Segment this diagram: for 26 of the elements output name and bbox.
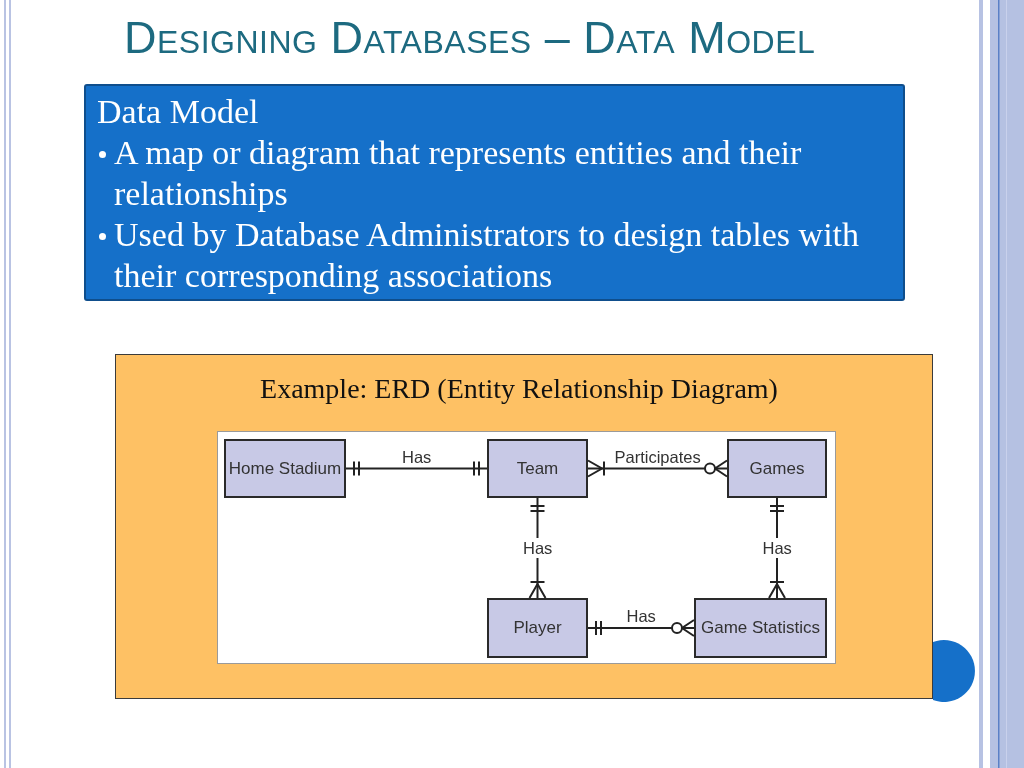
- bullet-text: Used by Database Administrators to design tables with their corresponding associations: [114, 215, 861, 296]
- entity-box: [487, 439, 588, 498]
- bullet-text: A map or diagram that represents entities and their relationships: [114, 133, 803, 214]
- relationship-line: [587, 619, 695, 637]
- entity-box: [487, 598, 588, 658]
- entity-box: [694, 598, 827, 658]
- entity-label: Game Statistics: [700, 618, 820, 638]
- edge-label: Participates: [614, 446, 701, 467]
- entity-box: [727, 439, 827, 498]
- edge-label: Has: [521, 538, 555, 558]
- edge-label: Has: [760, 538, 794, 558]
- edge-label: Has: [626, 606, 656, 626]
- entity-label: Team: [516, 458, 559, 479]
- panel-heading: Data Model: [97, 92, 260, 132]
- edge-label: Has: [402, 446, 432, 467]
- diagram-panel: [217, 431, 836, 664]
- entity-label: Home Stadium: [228, 458, 342, 479]
- entity-box: [224, 439, 346, 498]
- entity-label: Games: [749, 458, 805, 479]
- panel-heading: Example: ERD (Entity Relationship Diagram): [259, 372, 779, 405]
- relationship-line: [345, 461, 488, 476]
- text-panel: [84, 84, 905, 301]
- relationship-line: [587, 459, 728, 478]
- slide-title: Designing Databases – Data Model: [124, 12, 816, 64]
- example-panel: [115, 354, 933, 699]
- entity-label: Player: [513, 618, 562, 638]
